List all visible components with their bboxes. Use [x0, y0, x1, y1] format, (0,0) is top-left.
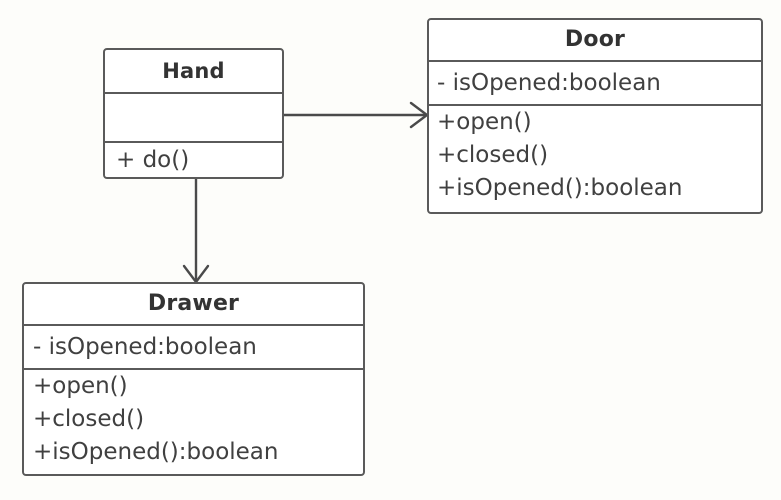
class-attributes-compartment	[105, 92, 282, 141]
class-name-compartment: Drawer	[24, 284, 363, 324]
class-title-door: Door	[564, 27, 626, 52]
class-attributes-compartment: - isOpened:boolean	[429, 60, 761, 104]
attribute-line: - isOpened:boolean	[437, 70, 661, 96]
class-methods-compartment: +open() +closed() +isOpened():boolean	[429, 104, 761, 212]
class-methods-compartment: + do()	[105, 141, 282, 177]
connector-hand-to-drawer[interactable]	[182, 179, 210, 284]
method-line: +isOpened():boolean	[437, 175, 683, 201]
method-line: +closed()	[33, 406, 145, 432]
class-name-compartment: Hand	[105, 50, 282, 92]
method-line: +open()	[437, 109, 532, 135]
method-line: + do()	[116, 147, 190, 173]
arrowhead-open-right-icon	[409, 101, 429, 129]
class-name-compartment: Door	[429, 20, 761, 60]
attribute-line: - isOpened:boolean	[33, 334, 257, 360]
arrowhead-open-down-icon	[182, 264, 210, 284]
method-line: +open()	[33, 373, 128, 399]
uml-class-drawer[interactable]: Drawer - isOpened:boolean +open() +close…	[22, 282, 365, 476]
method-line: +closed()	[437, 142, 549, 168]
uml-class-hand[interactable]: Hand + do()	[103, 48, 284, 179]
class-title-drawer: Drawer	[147, 291, 240, 316]
class-methods-compartment: +open() +closed() +isOpened():boolean	[24, 368, 363, 474]
connector-hand-to-door[interactable]	[284, 101, 429, 129]
uml-class-door[interactable]: Door - isOpened:boolean +open() +closed(…	[427, 18, 763, 214]
class-title-hand: Hand	[162, 59, 225, 83]
method-line: +isOpened():boolean	[33, 439, 279, 465]
class-attributes-compartment: - isOpened:boolean	[24, 324, 363, 368]
